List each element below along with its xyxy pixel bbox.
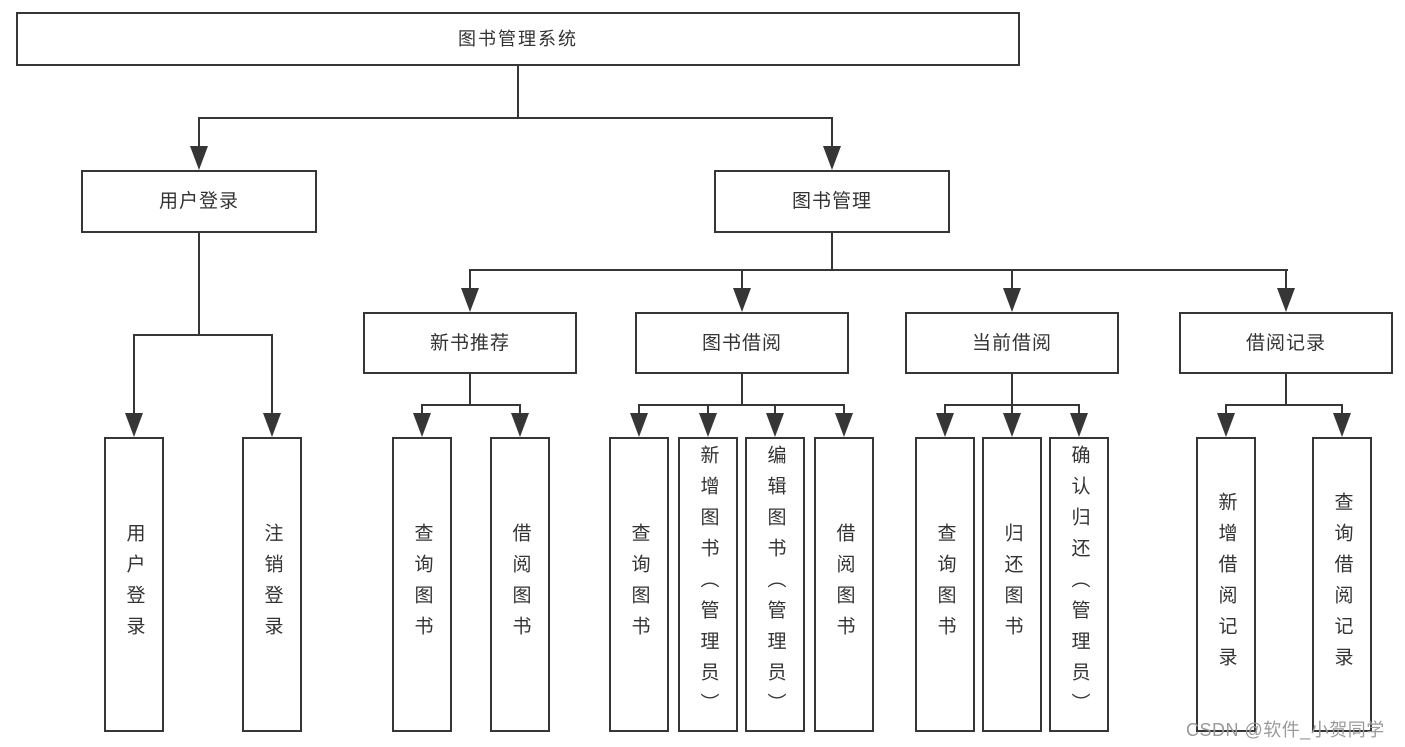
leaf-query-books-1: 查询图书 xyxy=(392,437,452,732)
node-book-management-label: 图书管理 xyxy=(791,191,872,212)
connector-line xyxy=(1011,269,1013,293)
connector-line xyxy=(774,404,776,418)
leaf-edit-book-admin-label: 编辑图书（管理员） xyxy=(764,445,786,724)
watermark: CSDN @软件_小贺同学 xyxy=(1186,720,1385,740)
connector-line xyxy=(1225,404,1343,406)
connector-line xyxy=(1285,374,1287,406)
node-user-login: 用户登录 xyxy=(81,170,317,233)
node-current-borrow: 当前借阅 xyxy=(905,312,1119,374)
arrowhead xyxy=(733,288,751,312)
leaf-user-login: 用户登录 xyxy=(104,437,164,732)
connector-line xyxy=(707,404,709,418)
arrowhead xyxy=(823,146,841,170)
connector-line xyxy=(469,374,471,406)
connector-line xyxy=(1078,404,1080,418)
connector-line xyxy=(198,117,200,151)
connector-line xyxy=(198,117,833,119)
arrowhead xyxy=(936,413,954,437)
connector-line xyxy=(519,404,521,418)
leaf-logout-label: 注销登录 xyxy=(261,522,283,647)
arrowhead xyxy=(699,413,717,437)
node-book-borrow-label: 图书借阅 xyxy=(701,332,782,354)
leaf-query-borrow-record-label: 查询借阅记录 xyxy=(1331,491,1353,678)
connector-line xyxy=(421,404,423,418)
leaf-borrow-books-2-label: 借阅图书 xyxy=(833,522,855,647)
connector-line xyxy=(831,117,833,151)
leaf-user-login-label: 用户登录 xyxy=(123,522,145,647)
arrowhead xyxy=(1070,413,1088,437)
connector-line xyxy=(469,269,471,293)
connector-line xyxy=(1285,269,1287,293)
arrowhead xyxy=(766,413,784,437)
connector-line xyxy=(1341,404,1343,418)
node-new-book-recommend: 新书推荐 xyxy=(363,312,577,374)
node-book-borrow: 图书借阅 xyxy=(635,312,849,374)
node-user-login-label: 用户登录 xyxy=(158,191,239,212)
leaf-query-borrow-record: 查询借阅记录 xyxy=(1312,437,1372,732)
arrowhead xyxy=(1217,413,1235,437)
arrowhead xyxy=(190,146,208,170)
node-book-management: 图书管理 xyxy=(714,170,950,233)
connector-line xyxy=(198,233,200,336)
arrowhead xyxy=(263,413,281,437)
leaf-query-books-3: 查询图书 xyxy=(915,437,975,732)
leaf-borrow-books-2: 借阅图书 xyxy=(814,437,874,732)
connector-line xyxy=(517,66,519,119)
connector-line xyxy=(741,374,743,406)
connector-line xyxy=(133,334,135,416)
connector-line xyxy=(1011,374,1013,406)
connector-line xyxy=(831,233,833,271)
arrowhead xyxy=(1003,413,1021,437)
connector-line xyxy=(741,269,743,293)
leaf-add-borrow-record: 新增借阅记录 xyxy=(1196,437,1256,732)
node-root-label: 图书管理系统 xyxy=(458,29,578,49)
connector-line xyxy=(421,404,521,406)
connector-line xyxy=(271,334,273,416)
leaf-add-book-admin: 新增图书（管理员） xyxy=(678,437,738,732)
arrowhead xyxy=(125,413,143,437)
arrowhead xyxy=(1333,413,1351,437)
leaf-return-book-label: 归还图书 xyxy=(1001,522,1023,647)
node-current-borrow-label: 当前借阅 xyxy=(971,332,1052,354)
node-borrow-records: 借阅记录 xyxy=(1179,312,1393,374)
node-new-book-recommend-label: 新书推荐 xyxy=(429,332,510,354)
leaf-add-book-admin-label: 新增图书（管理员） xyxy=(697,445,719,724)
leaf-borrow-books-1-label: 借阅图书 xyxy=(509,522,531,647)
leaf-query-books-3-label: 查询图书 xyxy=(934,522,956,647)
leaf-confirm-return-admin-label: 确认归还（管理员） xyxy=(1068,445,1090,724)
connector-line xyxy=(638,404,640,418)
arrowhead xyxy=(630,413,648,437)
leaf-logout: 注销登录 xyxy=(242,437,302,732)
leaf-borrow-books-1: 借阅图书 xyxy=(490,437,550,732)
leaf-edit-book-admin: 编辑图书（管理员） xyxy=(745,437,805,732)
connector-line xyxy=(133,334,273,336)
connector-line xyxy=(1011,404,1013,418)
arrowhead xyxy=(835,413,853,437)
node-borrow-records-label: 借阅记录 xyxy=(1245,332,1326,354)
arrowhead xyxy=(1003,288,1021,312)
arrowhead xyxy=(1277,288,1295,312)
leaf-confirm-return-admin: 确认归还（管理员） xyxy=(1049,437,1109,732)
connector-line xyxy=(638,404,845,406)
leaf-return-book: 归还图书 xyxy=(982,437,1042,732)
connector-line xyxy=(1225,404,1227,418)
node-root: 图书管理系统 xyxy=(16,12,1020,66)
arrowhead xyxy=(413,413,431,437)
connector-line xyxy=(469,269,1288,271)
arrowhead xyxy=(511,413,529,437)
leaf-query-books-2-label: 查询图书 xyxy=(628,522,650,647)
connector-line xyxy=(843,404,845,418)
leaf-query-books-1-label: 查询图书 xyxy=(411,522,433,647)
leaf-add-borrow-record-label: 新增借阅记录 xyxy=(1215,491,1237,678)
leaf-query-books-2: 查询图书 xyxy=(609,437,669,732)
connector-line xyxy=(944,404,946,418)
arrowhead xyxy=(461,288,479,312)
